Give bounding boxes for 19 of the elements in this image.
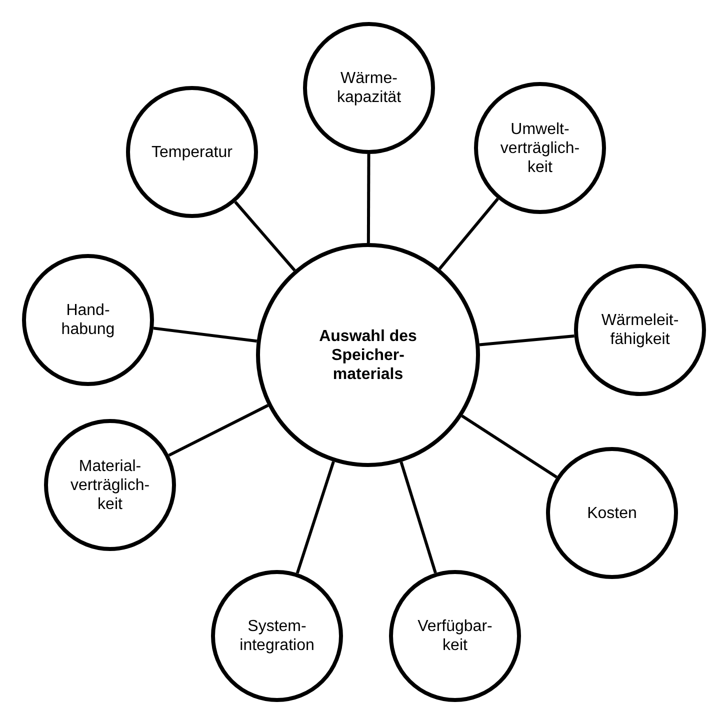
connector-line [438, 198, 499, 270]
node-label: Auswahl des Speicher- materials [318, 326, 418, 384]
node-label: Material- verträglich- keit [70, 456, 150, 514]
node-label: Kosten [587, 504, 637, 522]
connector-line [479, 334, 574, 346]
connector-line [168, 404, 269, 457]
connector-line [153, 326, 258, 343]
connector-line [296, 461, 335, 574]
connector-line [400, 462, 437, 574]
node-label: Wärmeleit- fähigkeit [601, 311, 679, 349]
connector-line [234, 200, 296, 272]
connector-line [366, 154, 370, 243]
node-label: Temperatur [152, 142, 232, 162]
connector-line [461, 414, 558, 478]
node-label: Umwelt- verträglich- keit [500, 120, 580, 176]
node-label: Wärme- kapazität [336, 69, 402, 107]
node-label: Hand- habung [61, 301, 115, 339]
node-label: System- integration [240, 617, 314, 655]
node-label: Verfügbar- keit [418, 617, 492, 655]
